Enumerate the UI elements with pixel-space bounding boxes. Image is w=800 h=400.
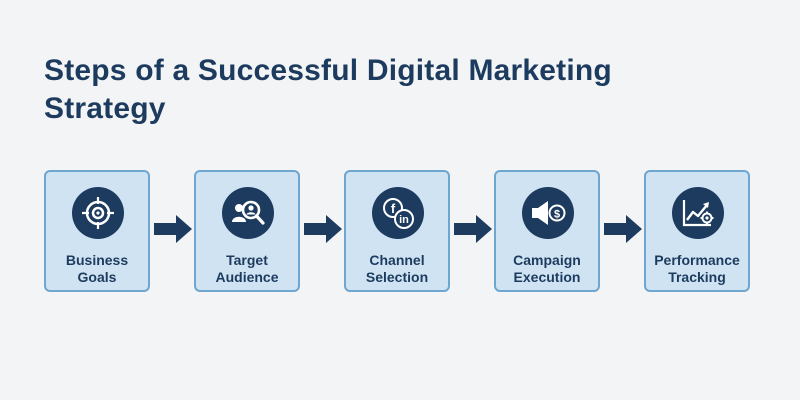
step-label: Channel Selection — [346, 252, 448, 286]
step-label-line-1: Target — [226, 252, 268, 268]
step-performance-tracking: Performance Tracking — [644, 170, 750, 292]
arrow-right-icon — [454, 215, 492, 243]
step-label: Business Goals — [46, 252, 148, 286]
step-label-line-1: Campaign — [513, 252, 581, 268]
social-channels-icon: f in — [372, 187, 424, 239]
audience-search-icon — [222, 187, 274, 239]
arrow-right-icon — [304, 215, 342, 243]
step-label-line-1: Business — [65, 252, 129, 268]
svg-text:f: f — [391, 201, 396, 216]
step-label: Performance Tracking — [646, 252, 748, 286]
step-channel-selection: f in Channel Selection — [344, 170, 450, 292]
step-campaign-execution: $ Campaign Execution — [494, 170, 600, 292]
step-target-audience: Target Audience — [194, 170, 300, 292]
step-label: Target Audience — [196, 252, 298, 286]
arrow-right-icon — [604, 215, 642, 243]
step-label-line-1: Channel — [369, 252, 425, 268]
step-label-line-2: Tracking — [668, 269, 726, 285]
diagram-title: Steps of a Successful Digital Marketing … — [44, 52, 744, 128]
chart-gear-icon — [672, 187, 724, 239]
svg-text:in: in — [399, 214, 409, 226]
steps-flow: Business Goals Target Audience — [44, 170, 754, 294]
arrow-right-icon — [154, 215, 192, 243]
step-label-line-2: Goals — [77, 269, 117, 285]
target-icon — [72, 187, 124, 239]
step-label-line-1: Performance — [654, 252, 740, 268]
step-label-line-2: Audience — [215, 269, 279, 285]
step-business-goals: Business Goals — [44, 170, 150, 292]
step-label-line-2: Selection — [365, 269, 429, 285]
step-label: Campaign Execution — [496, 252, 598, 286]
svg-text:$: $ — [554, 209, 560, 221]
title-line-2: Strategy — [44, 92, 166, 125]
megaphone-dollar-icon: $ — [522, 187, 574, 239]
step-label-line-2: Execution — [513, 269, 581, 285]
title-line-1: Steps of a Successful Digital Marketing — [44, 54, 612, 87]
